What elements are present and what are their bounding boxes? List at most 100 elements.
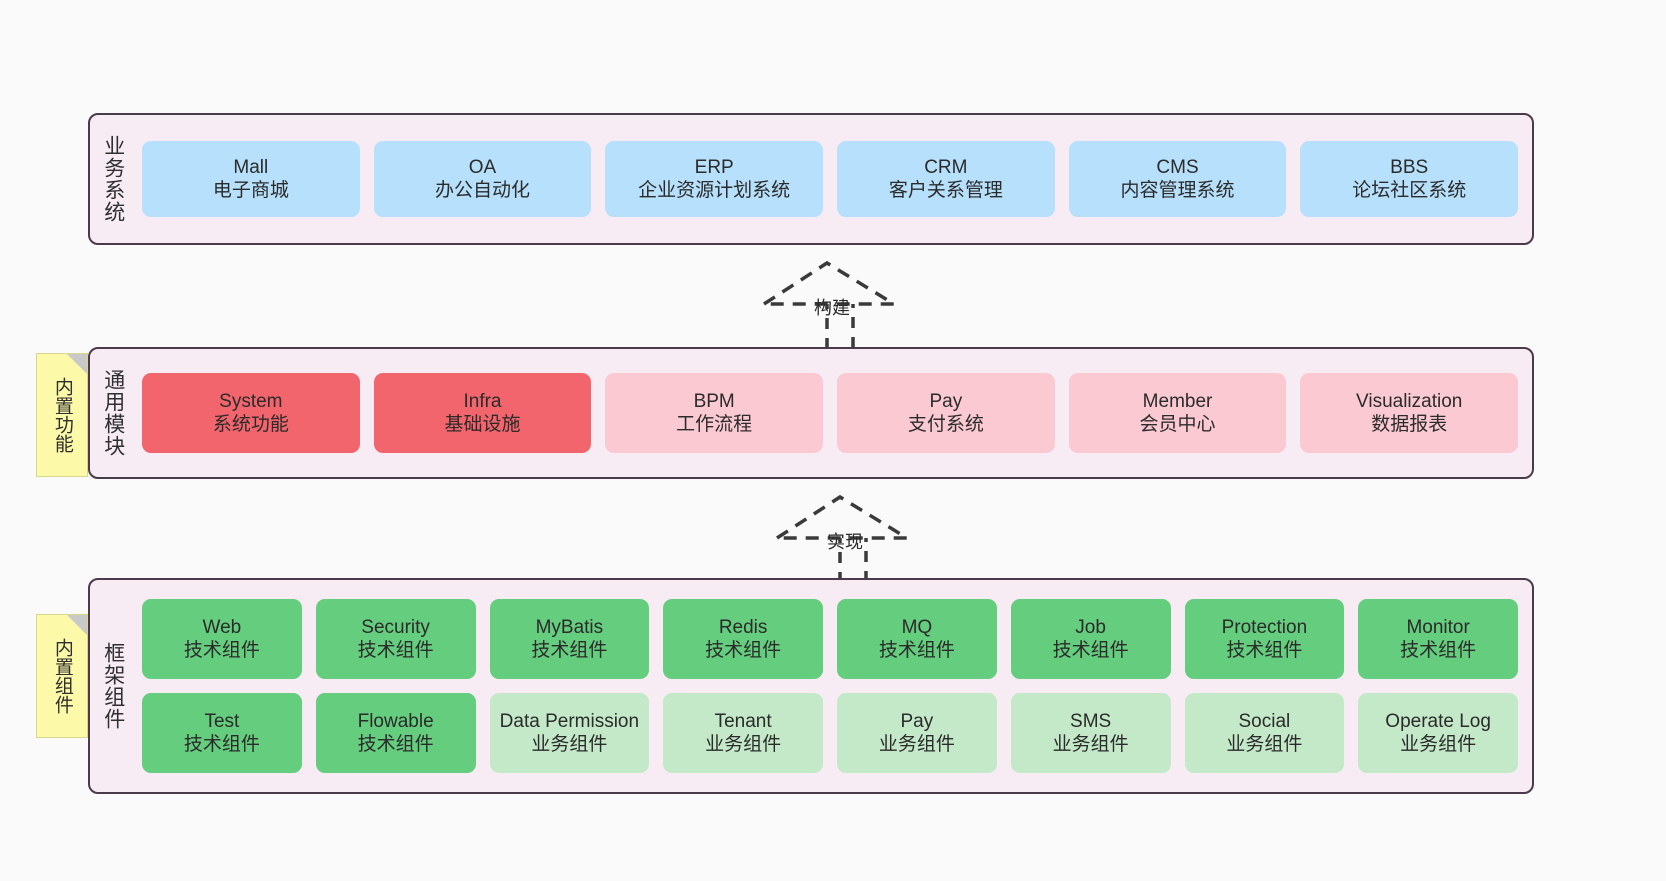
connector-build: 构建 xyxy=(757,258,907,354)
component-type-cn: 业务组件 xyxy=(1400,734,1477,755)
module-name-cn: 数据报表 xyxy=(1371,414,1448,435)
sticky-note-builtin-components[interactable]: 内置组件 xyxy=(36,614,88,738)
module-name-en: System xyxy=(219,390,283,412)
component-card-social[interactable]: Social 业务组件 xyxy=(1184,693,1345,773)
layer-body-common-modules: System 系统功能 Infra 基础设施 BPM 工作流程 Pay 支付系统… xyxy=(136,349,1532,477)
module-name-cn: 工作流程 xyxy=(676,414,753,435)
module-name-en: Pay xyxy=(929,390,963,412)
component-name-en: Security xyxy=(361,616,430,638)
module-card-system[interactable]: System 系统功能 xyxy=(142,373,360,453)
module-card-bpm[interactable]: BPM 工作流程 xyxy=(605,373,824,453)
component-card-mq[interactable]: MQ 技术组件 xyxy=(837,599,997,679)
module-name-cn: 客户关系管理 xyxy=(888,180,1003,201)
component-name-en: Monitor xyxy=(1406,616,1470,638)
layer-row: System 系统功能 Infra 基础设施 BPM 工作流程 Pay 支付系统… xyxy=(142,373,1519,453)
component-type-cn: 业务组件 xyxy=(1226,734,1303,755)
component-type-cn: 技术组件 xyxy=(183,640,260,661)
component-card-pay[interactable]: Pay 业务组件 xyxy=(837,693,997,773)
component-card-test[interactable]: Test 技术组件 xyxy=(142,693,302,773)
module-card-mall[interactable]: Mall 电子商城 xyxy=(142,141,360,217)
module-name-en: ERP xyxy=(694,156,734,178)
module-name-cn: 会员中心 xyxy=(1139,414,1216,435)
component-type-cn: 技术组件 xyxy=(183,734,260,755)
component-type-cn: 技术组件 xyxy=(357,734,434,755)
component-name-en: Social xyxy=(1238,710,1291,732)
component-name-en: Protection xyxy=(1221,616,1308,638)
component-name-en: Job xyxy=(1075,616,1106,638)
component-card-security[interactable]: Security 技术组件 xyxy=(315,599,476,679)
component-name-en: Operate Log xyxy=(1385,710,1491,732)
module-name-cn: 企业资源计划系统 xyxy=(638,180,791,201)
module-name-cn: 系统功能 xyxy=(212,414,289,435)
connector-implement-label: 实现 xyxy=(827,532,863,552)
component-card-web[interactable]: Web 技术组件 xyxy=(142,599,302,679)
module-name-en: BBS xyxy=(1390,156,1429,178)
component-type-cn: 技术组件 xyxy=(1226,640,1303,661)
sticky-note-text: 内置功能 xyxy=(51,377,73,453)
layer-title-common-modules: 通用模块 xyxy=(101,369,125,457)
component-type-cn: 技术组件 xyxy=(705,640,782,661)
component-type-cn: 业务组件 xyxy=(531,734,608,755)
module-card-infra[interactable]: Infra 基础设施 xyxy=(373,373,592,453)
component-type-cn: 技术组件 xyxy=(531,640,608,661)
layer-row: Web 技术组件 Security 技术组件 MyBatis 技术组件 Redi… xyxy=(142,599,1518,679)
component-name-en: Pay xyxy=(900,710,934,732)
module-name-en: OA xyxy=(468,156,497,178)
component-card-operate-log[interactable]: Operate Log 业务组件 xyxy=(1358,693,1518,773)
layer-framework-components[interactable]: 框架组件 Web 技术组件 Security 技术组件 MyBatis 技术组件… xyxy=(88,578,1534,794)
connector-implement: 实现 xyxy=(770,492,920,588)
component-card-redis[interactable]: Redis 技术组件 xyxy=(663,599,823,679)
layer-body-framework-components: Web 技术组件 Security 技术组件 MyBatis 技术组件 Redi… xyxy=(136,580,1532,792)
component-card-sms[interactable]: SMS 业务组件 xyxy=(1010,693,1171,773)
layer-body-business-systems: Mall 电子商城 OA 办公自动化 ERP 企业资源计划系统 CRM 客户关系… xyxy=(136,115,1532,243)
component-card-mybatis[interactable]: MyBatis 技术组件 xyxy=(489,599,650,679)
module-card-crm[interactable]: CRM 客户关系管理 xyxy=(837,141,1055,217)
component-type-cn: 业务组件 xyxy=(1052,734,1129,755)
module-name-cn: 论坛社区系统 xyxy=(1352,180,1467,201)
layer-title-framework-components: 框架组件 xyxy=(101,642,125,730)
component-name-en: MyBatis xyxy=(535,616,604,638)
layer-row: Mall 电子商城 OA 办公自动化 ERP 企业资源计划系统 CRM 客户关系… xyxy=(142,141,1519,217)
layer-common-modules[interactable]: 通用模块 System 系统功能 Infra 基础设施 BPM 工作流程 Pay… xyxy=(88,347,1534,479)
component-card-job[interactable]: Job 技术组件 xyxy=(1010,599,1171,679)
component-name-en: Flowable xyxy=(357,710,434,732)
sticky-note-text: 内置组件 xyxy=(51,638,73,714)
module-name-en: CRM xyxy=(924,156,968,178)
component-type-cn: 业务组件 xyxy=(878,734,955,755)
component-card-tenant[interactable]: Tenant 业务组件 xyxy=(663,693,823,773)
component-card-data-permission[interactable]: Data Permission 业务组件 xyxy=(489,693,650,773)
component-name-en: SMS xyxy=(1070,710,1112,732)
layer-business-systems[interactable]: 业务系统 Mall 电子商城 OA 办公自动化 ERP 企业资源计划系统 CRM… xyxy=(88,113,1534,245)
module-name-cn: 支付系统 xyxy=(907,414,984,435)
component-type-cn: 技术组件 xyxy=(1052,640,1129,661)
connector-build-label: 构建 xyxy=(814,298,850,318)
module-card-visualization[interactable]: Visualization 数据报表 xyxy=(1300,373,1519,453)
component-name-en: MQ xyxy=(901,616,933,638)
module-name-en: Infra xyxy=(463,390,502,412)
component-card-monitor[interactable]: Monitor 技术组件 xyxy=(1358,599,1518,679)
component-type-cn: 业务组件 xyxy=(705,734,782,755)
component-type-cn: 技术组件 xyxy=(1400,640,1477,661)
module-name-cn: 基础设施 xyxy=(444,414,521,435)
sticky-note-builtin-features[interactable]: 内置功能 xyxy=(36,353,88,477)
module-card-erp[interactable]: ERP 企业资源计划系统 xyxy=(605,141,824,217)
module-name-cn: 电子商城 xyxy=(212,180,289,201)
component-name-en: Data Permission xyxy=(499,710,640,732)
module-card-bbs[interactable]: BBS 论坛社区系统 xyxy=(1300,141,1519,217)
module-name-cn: 办公自动化 xyxy=(435,180,531,201)
layer-row: Test 技术组件 Flowable 技术组件 Data Permission … xyxy=(142,693,1518,773)
component-type-cn: 技术组件 xyxy=(357,640,434,661)
component-card-protection[interactable]: Protection 技术组件 xyxy=(1184,599,1345,679)
module-card-oa[interactable]: OA 办公自动化 xyxy=(373,141,592,217)
module-card-pay[interactable]: Pay 支付系统 xyxy=(837,373,1055,453)
component-card-flowable[interactable]: Flowable 技术组件 xyxy=(315,693,476,773)
component-name-en: Test xyxy=(204,710,240,732)
module-name-en: Visualization xyxy=(1356,390,1463,412)
layer-title-business-systems: 业务系统 xyxy=(101,135,125,223)
module-card-member[interactable]: Member 会员中心 xyxy=(1068,373,1287,453)
module-name-cn: 内容管理系统 xyxy=(1120,180,1235,201)
component-name-en: Redis xyxy=(718,616,768,638)
component-type-cn: 技术组件 xyxy=(878,640,955,661)
module-card-cms[interactable]: CMS 内容管理系统 xyxy=(1068,141,1287,217)
